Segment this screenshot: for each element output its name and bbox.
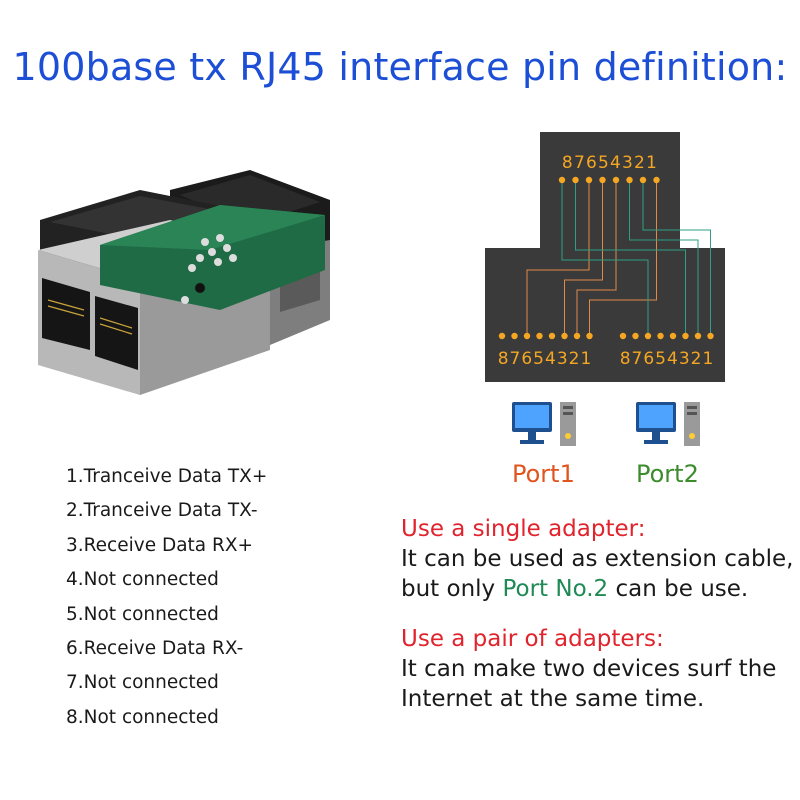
- single-adapter-line-1: It can be used as extension cable,: [401, 546, 794, 572]
- port1-pin: [523, 332, 531, 340]
- wire-trace: [526, 180, 590, 336]
- port2-pin-numbers: 87654321: [620, 349, 715, 369]
- pin-definition-list: 1.Tranceive Data TX+ 2.Tranceive Data TX…: [66, 460, 267, 735]
- wire-trace: [561, 180, 649, 336]
- wire-trace: [576, 180, 617, 336]
- single-adapter-line-2-suffix: can be use.: [608, 576, 749, 602]
- port1-pin: [498, 332, 506, 340]
- top-pin: [585, 176, 593, 184]
- pair-adapter-note: Use a pair of adapters: It can make two …: [401, 624, 776, 714]
- rj45-splitter-image: [38, 170, 330, 395]
- port2-pin: [657, 332, 664, 340]
- pair-adapter-line-2: Internet at the same time.: [401, 686, 705, 712]
- port2-pin: [682, 332, 689, 340]
- pin-definition-item: 6.Receive Data RX-: [66, 637, 244, 659]
- pin-definition-item: 2.Tranceive Data TX-: [66, 500, 258, 522]
- top-pin-numbers: 87654321: [562, 153, 658, 173]
- single-adapter-heading: Use a single adapter:: [401, 516, 646, 542]
- port2-pin: [644, 332, 652, 340]
- port1-pin: [511, 332, 518, 340]
- port1-pin: [548, 332, 556, 340]
- wire-trace: [564, 180, 603, 336]
- port1-label: Port1: [512, 460, 575, 488]
- port1-pin: [536, 332, 543, 340]
- port1-pin-numbers: 87654321: [498, 349, 593, 369]
- top-pin: [626, 176, 633, 184]
- page-title: 100base tx RJ45 interface pin definition…: [12, 45, 788, 89]
- pin-definition-item: 8.Not connected: [66, 706, 219, 728]
- port1-computer-icon: [512, 402, 576, 446]
- pin-definition-item: 4.Not connected: [66, 569, 219, 591]
- pin-definition-item: 7.Not connected: [66, 672, 219, 694]
- pin-wiring-diagram: 87654321 87654321 87654321: [485, 132, 725, 382]
- single-adapter-note: Use a single adapter: It can be used as …: [401, 514, 793, 604]
- port2-highlight: Port No.2: [502, 576, 609, 602]
- port1-pin: [561, 332, 568, 340]
- wire-trace: [575, 180, 686, 336]
- pin-definition-item: 3.Receive Data RX+: [66, 534, 254, 556]
- pair-adapter-line-1: It can make two devices surf the: [401, 656, 777, 682]
- port2-computer-icon: [636, 402, 700, 446]
- port2-pin: [707, 332, 714, 340]
- port2-pin: [632, 332, 639, 340]
- top-pin: [612, 176, 620, 184]
- top-pin: [572, 176, 579, 184]
- port2-label: Port2: [636, 460, 699, 488]
- port2-pin: [694, 332, 702, 340]
- single-adapter-line-2-prefix: but only: [401, 576, 503, 602]
- single-adapter-line-2: but only Port No.2 can be use.: [401, 574, 793, 604]
- port2-pin: [619, 332, 627, 340]
- top-pin: [653, 176, 660, 184]
- top-pin: [558, 176, 566, 184]
- port1-pin: [586, 332, 593, 340]
- top-pin: [599, 176, 606, 184]
- wire-trace: [629, 180, 699, 336]
- pin-definition-item: 5.Not connected: [66, 603, 219, 625]
- port1-pin: [573, 332, 581, 340]
- pair-adapter-heading: Use a pair of adapters:: [401, 626, 664, 652]
- port2-pin: [669, 332, 677, 340]
- wire-trace: [642, 180, 711, 336]
- top-pin: [639, 176, 647, 184]
- pin-definition-item: 1.Tranceive Data TX+: [66, 466, 268, 487]
